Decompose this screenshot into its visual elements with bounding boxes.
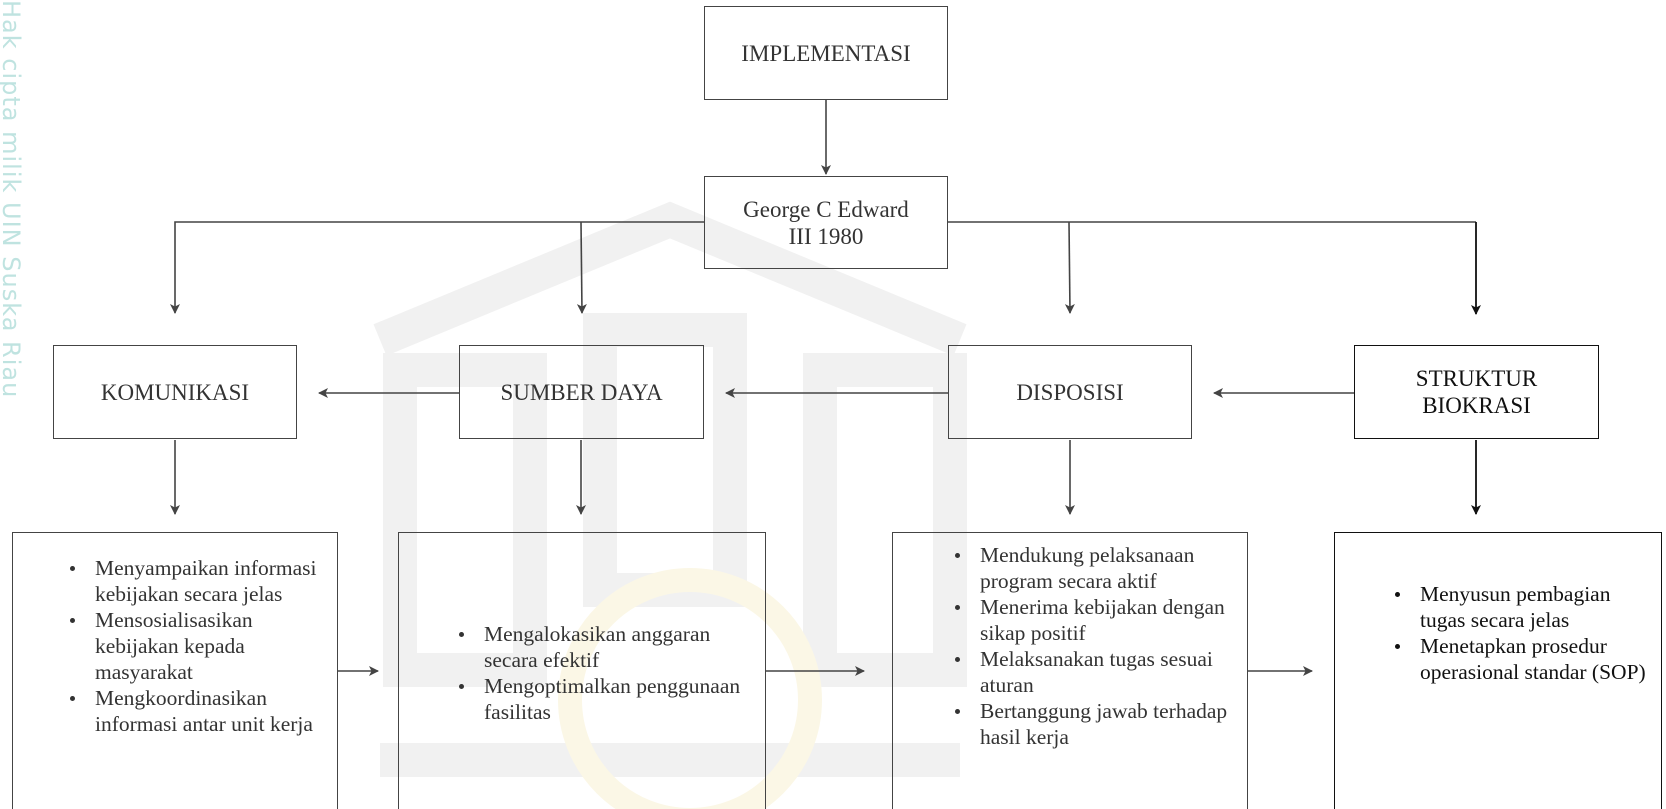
sumber-daya-detail-list: Mengalokasikan anggaran secara efektif M… [455,621,755,725]
side-watermark-text: Hak cipta milik UIN Suska Riau [0,0,22,399]
implementasi-label: IMPLEMENTASI [741,40,911,66]
struktur-label-line1: STRUKTUR [1415,366,1538,391]
branch-line-left [170,221,704,314]
list-item: Mengkoordinasikan informasi antar unit k… [66,685,331,737]
list-item: Menetapkan prosedur operasional standar … [1391,633,1661,685]
list-item: Melaksanakan tugas sesuai aturan [951,646,1236,698]
sumber-daya-label: SUMBER DAYA [500,379,663,405]
list-item: Bertanggung jawab terhadap hasil kerja [951,698,1236,750]
list-item: Mendukung pelaksanaan program secara akt… [951,542,1236,594]
list-item: Menyampaikan informasi kebijakan secara … [66,555,331,607]
list-item: Mengoptimalkan penggunaan fasilitas [455,673,755,725]
komunikasi-label: KOMUNIKASI [100,379,250,405]
disposisi-detail-list: Mendukung pelaksanaan program secara akt… [951,542,1236,750]
struktur-detail-list: Menyusun pembagian tugas secara jelas Me… [1391,581,1661,685]
arrow-to-sumber-daya [576,221,587,314]
komunikasi-box: KOMUNIKASI [53,345,297,439]
sumber-daya-detail-box: Mengalokasikan anggaran secara efektif M… [398,532,766,809]
list-item: Menerima kebijakan dengan sikap positif [951,594,1236,646]
struktur-label-line2: BIOKRASI [1422,393,1531,418]
list-item: Menyusun pembagian tugas secara jelas [1391,581,1661,633]
implementasi-box: IMPLEMENTASI [704,6,948,100]
sumber-daya-box: SUMBER DAYA [459,345,704,439]
disposisi-label: DISPOSISI [1016,379,1124,405]
arrow-to-disposisi [1064,221,1075,314]
theory-box: George C Edward III 1980 [704,176,948,269]
list-item: Mengalokasikan anggaran secara efektif [455,621,755,673]
komunikasi-detail-list: Menyampaikan informasi kebijakan secara … [66,555,331,737]
struktur-detail-box: Menyusun pembagian tugas secara jelas Me… [1334,532,1662,809]
theory-label-line1: George C Edward [743,196,909,222]
struktur-biokrasi-box: STRUKTUR BIOKRASI [1354,345,1599,439]
theory-label-line2: III 1980 [788,223,864,249]
disposisi-box: DISPOSISI [948,345,1192,439]
disposisi-detail-box: Mendukung pelaksanaan program secara akt… [892,532,1248,809]
komunikasi-detail-box: Menyampaikan informasi kebijakan secara … [12,532,338,809]
list-item: Mensosialisasikan kebijakan kepada masya… [66,607,331,685]
